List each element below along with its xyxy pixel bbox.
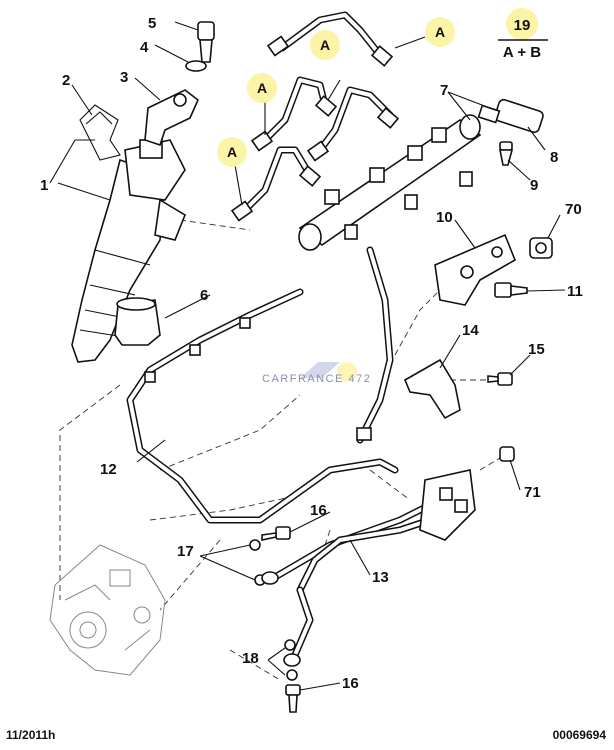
- callout-70: 70: [565, 201, 582, 218]
- bracket-nut: [529, 237, 553, 259]
- callout-6: 6: [200, 287, 208, 304]
- callout-16-upper: 16: [310, 502, 327, 519]
- kit-number: 19: [514, 17, 531, 34]
- callout-labels: 5 4 3 2 1 6 7 8 9 10 11 70 12 13 14 15 1…: [40, 15, 583, 692]
- svg-text:A: A: [435, 24, 445, 40]
- injector-clamp: [144, 89, 199, 147]
- bracket-bolt: [494, 282, 528, 298]
- callout-13: 13: [372, 569, 389, 586]
- injector: [71, 139, 186, 363]
- watermark-text: CARFRANCE 472: [262, 373, 371, 385]
- marker-a-left-upper: A: [247, 73, 277, 103]
- callout-16-lower: 16: [342, 675, 359, 692]
- callout-10: 10: [436, 209, 453, 226]
- callout-71: 71: [524, 484, 541, 501]
- pressure-sensor: [477, 98, 544, 134]
- feed-pipe: [266, 501, 434, 659]
- banjo-bolt-upper: [249, 526, 291, 586]
- callout-14: 14: [462, 322, 479, 339]
- svg-text:A: A: [320, 37, 330, 53]
- callout-8: 8: [550, 149, 558, 166]
- callout-12: 12: [100, 461, 117, 478]
- pipe-clamp-assembly: [419, 469, 476, 541]
- callout-7: 7: [440, 82, 448, 99]
- injector-clip: [79, 104, 121, 161]
- marker-a-top: A: [310, 30, 340, 60]
- marker-watermark-badge: [337, 362, 357, 382]
- hp-pipes: [230, 11, 400, 222]
- footer-reference: 00069694: [552, 728, 606, 742]
- leader-lines: [49, 21, 566, 691]
- callout-4: 4: [140, 39, 149, 56]
- return-pipe: [126, 246, 399, 524]
- callout-5: 5: [148, 15, 156, 32]
- marker-a-left-lower: A: [217, 137, 247, 167]
- kit-contents: A + B: [503, 44, 541, 61]
- marker-a-top-right: A: [425, 17, 455, 47]
- callout-1: 1: [40, 177, 48, 194]
- svg-text:A: A: [257, 80, 267, 96]
- letter-markers: A A A A: [217, 17, 455, 382]
- svg-text:A: A: [227, 144, 237, 160]
- callout-18: 18: [242, 650, 259, 667]
- watermark: CARFRANCE 472: [262, 362, 371, 385]
- clamp-bolt: [185, 21, 215, 72]
- clamp-nut: [499, 446, 515, 462]
- rail-bolt: [499, 141, 514, 166]
- pipe-bracket: [403, 358, 513, 420]
- callout-2: 2: [62, 72, 70, 89]
- callout-17: 17: [177, 543, 194, 560]
- callout-9: 9: [530, 177, 538, 194]
- banjo-bolt-lower: [283, 639, 301, 713]
- kit-label: 19 A + B: [498, 8, 548, 61]
- rail-bracket: [434, 233, 517, 306]
- footer-date: 11/2011h: [6, 728, 56, 742]
- callout-15: 15: [528, 341, 545, 358]
- injector-seal: [114, 297, 161, 346]
- injection-pump: [49, 544, 166, 676]
- common-rail: [298, 114, 482, 251]
- callout-3: 3: [120, 69, 128, 86]
- callout-11: 11: [567, 283, 583, 300]
